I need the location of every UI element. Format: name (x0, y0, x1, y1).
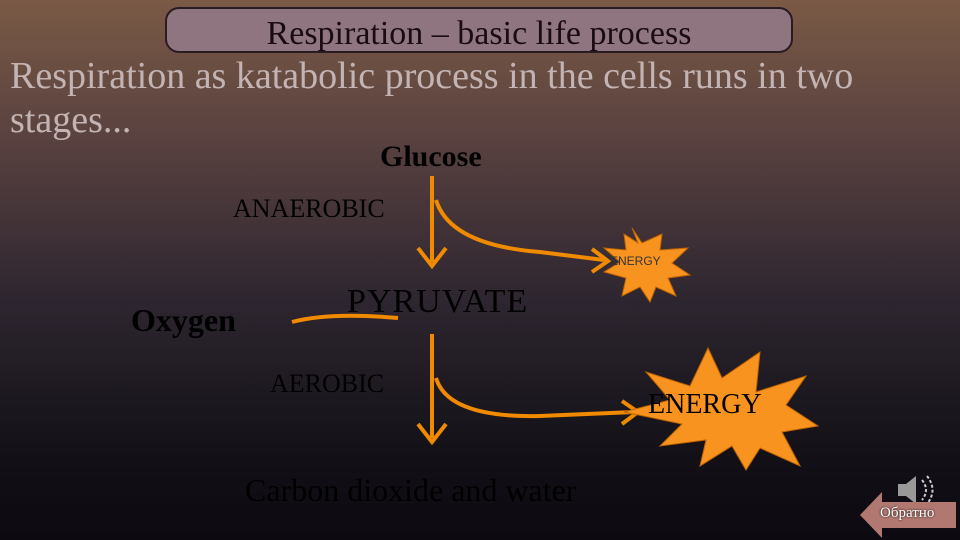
energy-burst-icon (602, 227, 692, 304)
glucose-label: Glucose (380, 140, 482, 173)
title-banner: Respiration – basic life process (165, 7, 793, 53)
pyruvate-label: PYRUVATE (347, 283, 529, 320)
oxygen-arrow-icon (291, 313, 399, 324)
energy-small-label: ENERGY (610, 254, 661, 268)
page-title: Respiration – basic life process (266, 15, 692, 52)
aerobic-label: AEROBIC (270, 369, 385, 398)
products-label: Carbon dioxide and water (245, 472, 577, 508)
curved-arrow-icon (434, 377, 642, 426)
energy-burst-icon (623, 346, 820, 471)
down-arrow-icon (416, 176, 448, 270)
energy-big-label: ENERGY (648, 389, 762, 420)
anaerobic-label: ANAEROBIC (233, 194, 385, 223)
curved-arrow-icon (434, 199, 612, 274)
oxygen-label: Oxygen (131, 302, 236, 338)
speaker-icon[interactable] (892, 470, 942, 510)
back-button-label[interactable]: Обратно (880, 505, 935, 521)
down-arrow-icon (416, 334, 448, 446)
intro-text: Respiration as katabolic process in the … (10, 55, 854, 141)
